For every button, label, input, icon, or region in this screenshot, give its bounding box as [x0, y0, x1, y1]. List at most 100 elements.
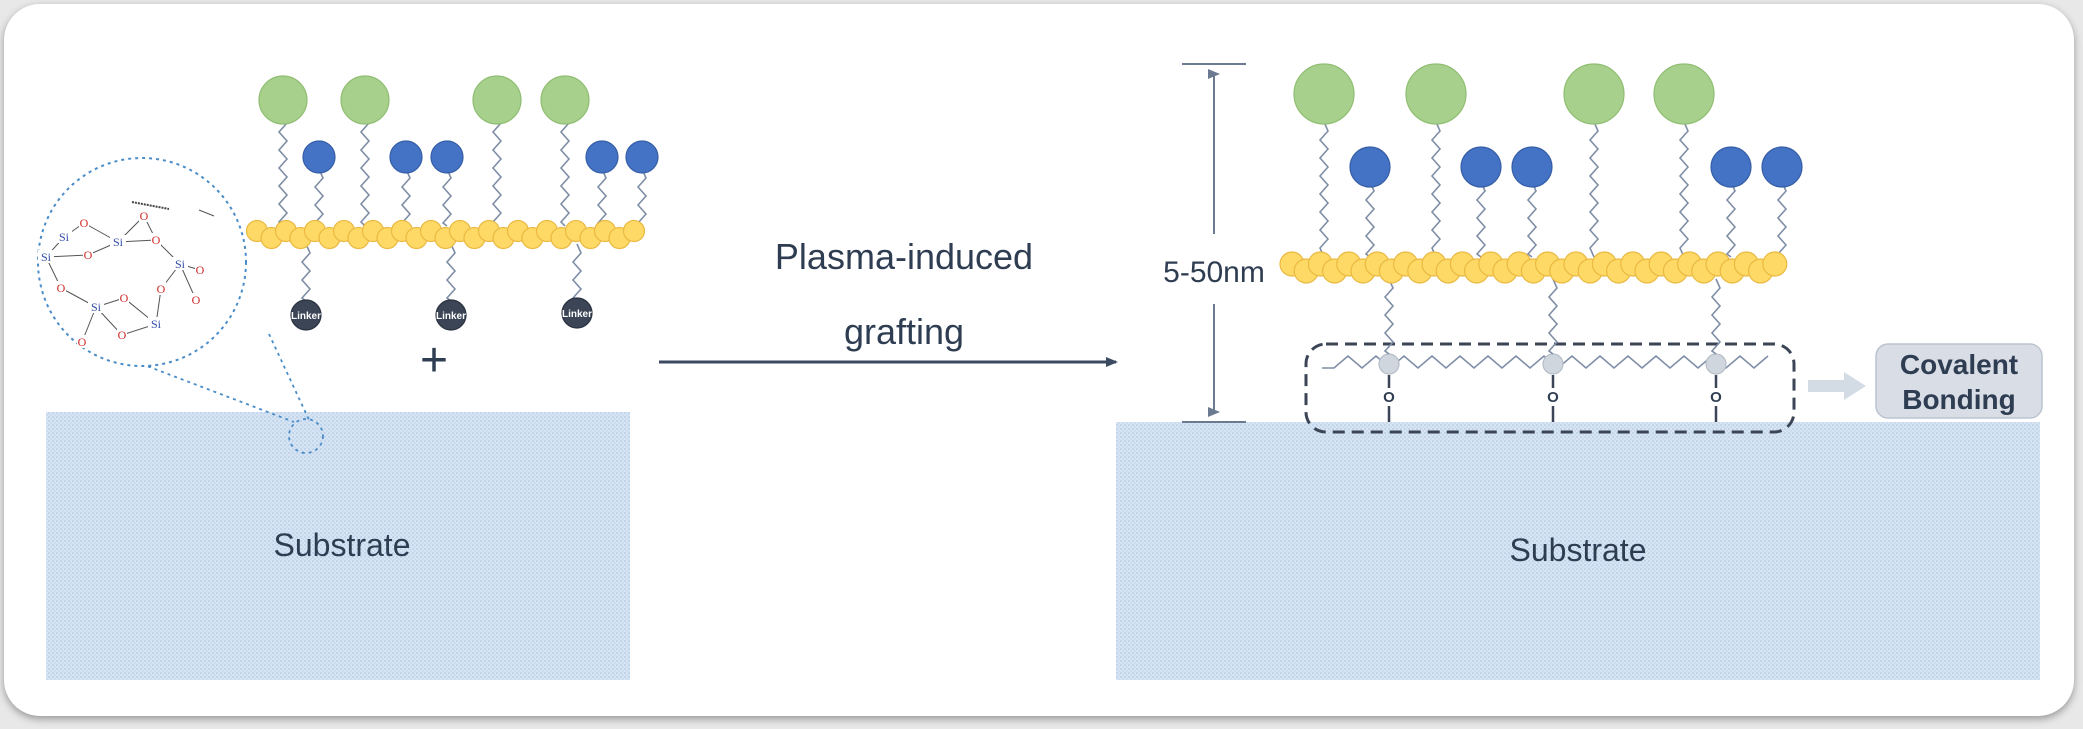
green-head-bead [1653, 63, 1715, 125]
anchor-bead [1378, 353, 1400, 375]
lipid-chain [1364, 181, 1376, 258]
lipid-chain [1318, 121, 1330, 258]
blue-head-bead [1761, 146, 1803, 188]
callout-line2: Bonding [1902, 384, 2016, 415]
anchor-bead [1705, 353, 1727, 375]
lipid-chain [1678, 121, 1690, 258]
lipid-chain [313, 168, 325, 227]
right-substrate-label: Substrate [1510, 532, 1647, 568]
process-step: Plasma-induced grafting [659, 236, 1118, 367]
left-membrane: Linker Linker Linker [245, 75, 659, 331]
lipid-chain [1475, 181, 1487, 258]
linker-chain [571, 243, 583, 300]
oxygen-atom: O [157, 282, 166, 296]
silicon-atom: Si [59, 230, 70, 244]
oxygen-atom: O [140, 209, 149, 223]
oxygen-atom: O [120, 291, 129, 305]
blue-head-bead [1460, 146, 1502, 188]
silicon-atom: Si [151, 317, 162, 331]
blue-head-bead [625, 140, 659, 174]
bond-line [131, 201, 170, 210]
oxygen-atom: O [78, 335, 87, 349]
right-panel: Substrate 5-50nm O O O Covalent Bonding [1116, 63, 2043, 680]
blue-head-bead [1511, 146, 1553, 188]
green-head-bead [1563, 63, 1625, 125]
process-line2: grafting [844, 311, 964, 352]
lipid-chain [441, 168, 453, 227]
lipid-chain [1526, 181, 1538, 258]
blue-head-bead [1349, 146, 1391, 188]
magnifier-spot [288, 418, 324, 454]
green-head-bead [1293, 63, 1355, 125]
lipid-chain [359, 113, 371, 227]
oxygen-atom: O [192, 293, 201, 307]
anchor-chain [1710, 278, 1722, 355]
callout-arrow-icon [1808, 372, 1866, 400]
blue-head-bead [302, 140, 336, 174]
lipid-chain [1776, 181, 1788, 258]
bonding-region [1304, 342, 1796, 434]
oxygen-atom: O [152, 233, 161, 247]
oxygen-atom: O [118, 328, 127, 342]
silicon-atom: Si [91, 300, 102, 314]
lipid-bead [622, 219, 646, 243]
oxygen-atom: O [1547, 389, 1559, 406]
thickness-label: 5-50nm [1163, 256, 1265, 289]
linker-chain [300, 243, 312, 302]
anchor-chain [1383, 278, 1395, 355]
lipid-chain [1588, 121, 1600, 258]
linker-chain [445, 243, 457, 302]
linker-label: Linker [291, 311, 321, 322]
plus-sign: + [420, 334, 448, 387]
oxygen-atom: O [84, 248, 93, 262]
bond-line [198, 209, 215, 217]
left-substrate [46, 412, 630, 680]
left-substrate-label: Substrate [274, 527, 411, 563]
lipid-bead [1762, 251, 1788, 277]
anchor-chain [1547, 278, 1559, 355]
lipid-chain [596, 168, 608, 227]
blue-head-bead [389, 140, 423, 174]
lipid-chain [559, 113, 571, 227]
silicon-atom: Si [113, 235, 124, 249]
magnifier-circle [37, 157, 247, 367]
oxygen-atom: O [196, 263, 205, 277]
green-head-bead [1405, 63, 1467, 125]
process-line1: Plasma-induced [775, 236, 1033, 277]
lipid-chain [1430, 121, 1442, 258]
anchor-bead [1542, 353, 1564, 375]
silicon-atom: Si [41, 250, 52, 264]
linker-label: Linker [436, 311, 466, 322]
callout-line1: Covalent [1900, 349, 2018, 380]
oxygen-atom: O [57, 281, 66, 295]
magnifier-lines [75, 333, 324, 454]
covalent-bonding-callout: Covalent Bonding [1808, 343, 2043, 419]
linker-label: Linker [562, 309, 592, 320]
green-head-bead [258, 75, 308, 125]
oxygen-atom: O [1383, 389, 1395, 406]
green-head-bead [472, 75, 522, 125]
green-head-bead [340, 75, 390, 125]
lipid-chain [491, 113, 503, 227]
linker-bead [435, 299, 467, 331]
right-membrane [1279, 63, 1803, 355]
blue-head-bead [430, 140, 464, 174]
lipid-chain [400, 168, 412, 227]
oxygen-atom: O [80, 216, 89, 230]
thickness-indicator [1182, 63, 1246, 423]
blue-head-bead [1710, 146, 1752, 188]
linker-bead [561, 297, 593, 329]
silicon-atom: Si [175, 257, 186, 271]
green-head-bead [540, 75, 590, 125]
lipid-chain [277, 113, 289, 227]
blue-head-bead [585, 140, 619, 174]
lipid-chain [1725, 181, 1737, 258]
right-substrate [1116, 422, 2040, 680]
lipid-chain [636, 168, 648, 227]
oxygen-atom: O [1710, 389, 1722, 406]
